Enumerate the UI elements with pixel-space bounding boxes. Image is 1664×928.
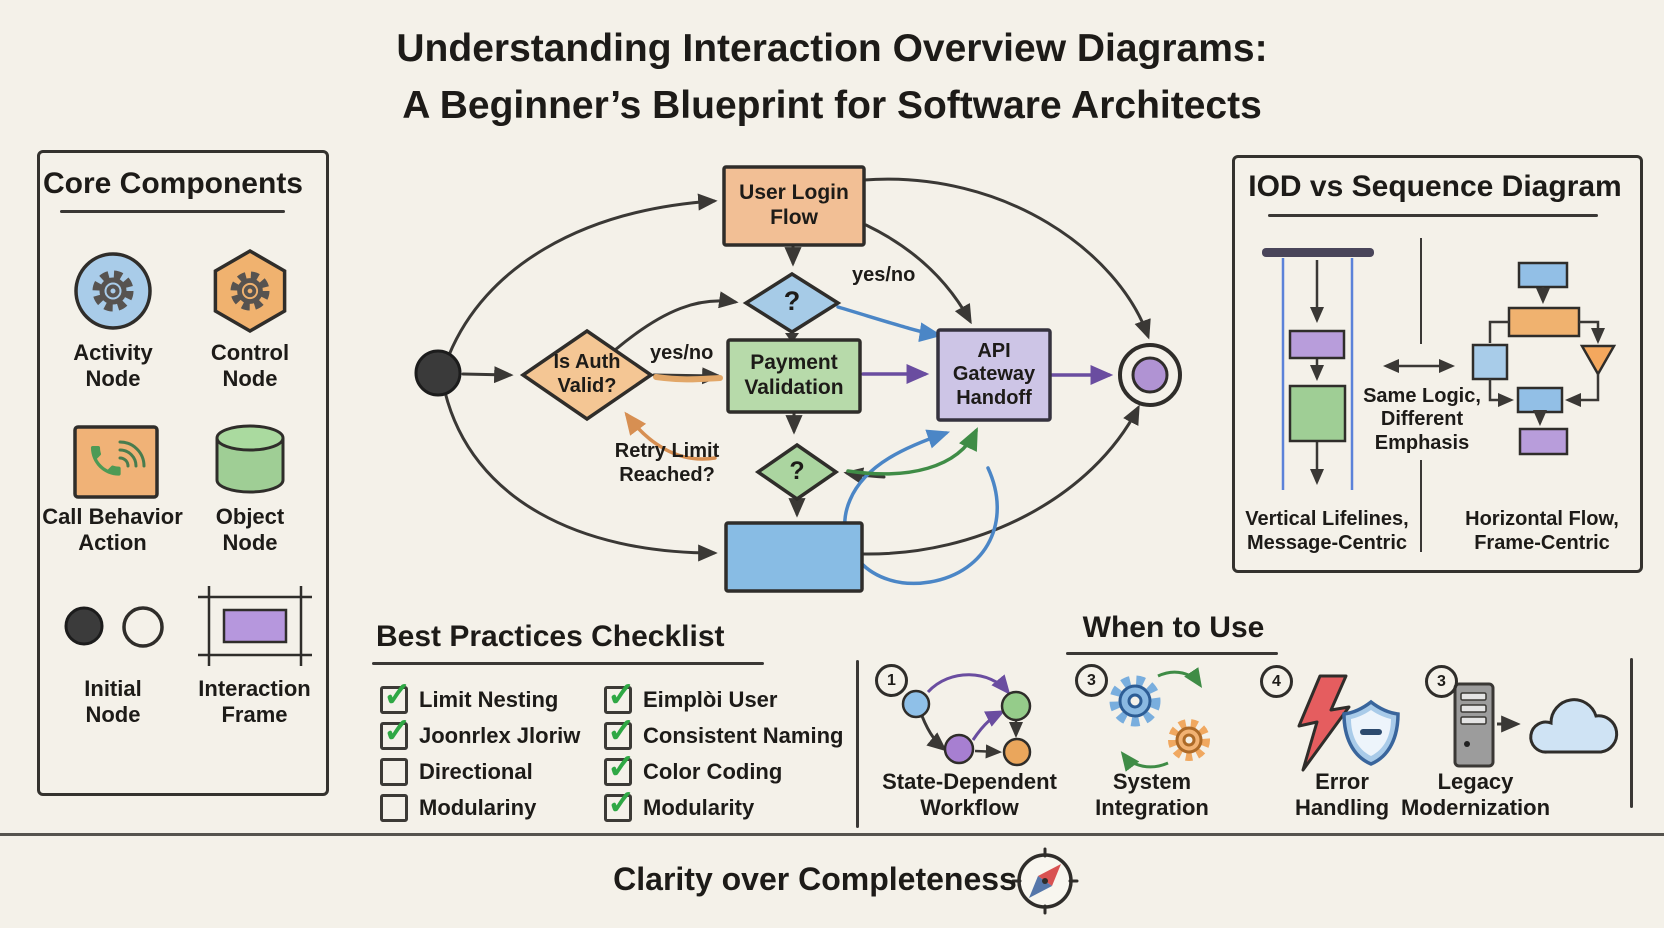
checklist-item-eimploi-user[interactable]: ✓ Eimplòi User — [604, 676, 843, 718]
flow-initial-node — [414, 349, 462, 397]
page-title-line1: Understanding Interaction Overview Diagr… — [396, 26, 1268, 70]
checkbox[interactable]: ✓ — [380, 758, 408, 786]
same-logic-note: Same Logic, Different Emphasis — [1363, 384, 1481, 454]
checklist-item-joonrlex[interactable]: ✓ Joonrlex Jloriw — [380, 712, 581, 754]
page-title-line2: A Beginner’s Blueprint for Software Arch… — [402, 83, 1262, 127]
retry-decision-label: ? — [789, 457, 805, 486]
user-login-flow-label: User Login Flow — [739, 181, 849, 229]
checklist-column-1: ✓ Limit Nesting ✓ Joonrlex Jloriw ✓ Dire… — [380, 676, 581, 826]
checklist-label: Modularity — [643, 795, 755, 820]
vertical-lifelines-caption: Vertical Lifelines, Message-Centric — [1245, 508, 1409, 554]
control-node-label: Control Node — [210, 340, 290, 391]
checklist-item-color-coding[interactable]: ✓ Color Coding — [604, 748, 843, 790]
flow-unlabeled-activity-box — [724, 521, 864, 593]
call-behavior-label: Call Behavior Action — [42, 504, 183, 555]
badge-error-handling: 4 — [1260, 665, 1293, 698]
best-practices-heading: Best Practices Checklist — [376, 620, 725, 654]
checklist-item-limit-nesting[interactable]: ✓ Limit Nesting — [380, 676, 580, 718]
checkmark-icon: ✓ — [607, 784, 636, 822]
core-components-heading: Core Components — [42, 167, 303, 201]
iod-vs-sequence-panel — [1232, 155, 1643, 573]
interaction-frame-label: Interaction Frame — [198, 676, 311, 727]
checklist-label: Limit Nesting — [419, 687, 559, 712]
checklist-label: Joonrlex Jloriw — [419, 723, 581, 748]
yes-no-upper-label: yes/no — [852, 264, 916, 287]
is-auth-valid-label: Is Auth Valid? — [553, 351, 621, 397]
checkmark-icon: ✓ — [607, 676, 636, 714]
checklist-item-modulariny[interactable]: ✓ Modulariny — [380, 790, 580, 826]
state-nodes-icon — [901, 673, 1032, 767]
checkmark-icon: ✓ — [607, 712, 636, 750]
checklist-item-directional[interactable]: ✓ Directional — [380, 754, 580, 790]
state-dependent-label: State-Dependent Workflow — [882, 769, 1057, 820]
lightning-shield-icon — [1297, 674, 1400, 772]
checkmark-icon: ✓ — [607, 748, 636, 786]
checklist-item-consistent-naming[interactable]: ✓ Consistent Naming — [604, 712, 844, 754]
api-gateway-label: API Gateway Handoff — [952, 339, 1036, 409]
checkbox[interactable]: ✓ — [604, 748, 636, 786]
checklist-label: Consistent Naming — [643, 723, 844, 748]
footer-divider — [0, 833, 1664, 836]
checklist-item-modularity[interactable]: ✓ Modularity — [604, 784, 843, 826]
iod-vs-seq-heading: IOD vs Sequence Diagram — [1248, 170, 1622, 204]
checklist-label: Color Coding — [643, 759, 783, 784]
checkbox[interactable]: ✓ — [380, 676, 412, 714]
auth-decision-label: ? — [783, 286, 801, 317]
checkbox[interactable]: ✓ — [380, 712, 412, 750]
checkbox[interactable]: ✓ — [604, 712, 636, 750]
flow-final-node — [1118, 343, 1182, 407]
core-components-panel — [37, 150, 329, 796]
gears-icon — [1109, 667, 1210, 772]
error-handling-label: Error Handling — [1294, 769, 1390, 820]
section-divider-left — [856, 660, 859, 828]
checklist-label: Eimplòi User — [643, 687, 778, 712]
checklist-label: Directional — [419, 759, 533, 784]
yes-no-lower-label: yes/no — [650, 342, 714, 365]
activity-node-label: Activity Node — [73, 340, 153, 391]
horizontal-flow-caption: Horizontal Flow, Frame-Centric — [1465, 508, 1619, 554]
badge-legacy-modernization: 3 — [1425, 665, 1458, 698]
payment-validation-label: Payment Validation — [744, 351, 844, 399]
badge-system-integration: 3 — [1075, 664, 1108, 697]
badge-state-dependent: 1 — [875, 664, 908, 697]
initial-node-label: Initial Node — [84, 676, 142, 727]
checklist-column-2: ✓ Eimplòi User ✓ Consistent Naming ✓ Col… — [604, 676, 844, 826]
when-to-use-heading: When to Use — [1082, 611, 1265, 645]
object-node-label: Object Node — [215, 504, 285, 555]
checkmark-icon: ✓ — [383, 712, 412, 750]
retry-limit-label: Retry Limit Reached? — [614, 440, 720, 486]
checkbox[interactable]: ✓ — [604, 784, 636, 822]
server-cloud-icon — [1453, 682, 1619, 768]
section-divider-right — [1630, 658, 1633, 808]
system-integration-label: System Integration — [1095, 769, 1209, 820]
footer-motto: Clarity over Completeness — [613, 861, 1017, 898]
checkbox[interactable]: ✓ — [380, 794, 408, 822]
legacy-modernization-label: Legacy Modernization — [1400, 769, 1551, 820]
checkbox[interactable]: ✓ — [604, 676, 636, 714]
checkmark-icon: ✓ — [383, 676, 412, 714]
checklist-label: Modulariny — [419, 795, 537, 820]
